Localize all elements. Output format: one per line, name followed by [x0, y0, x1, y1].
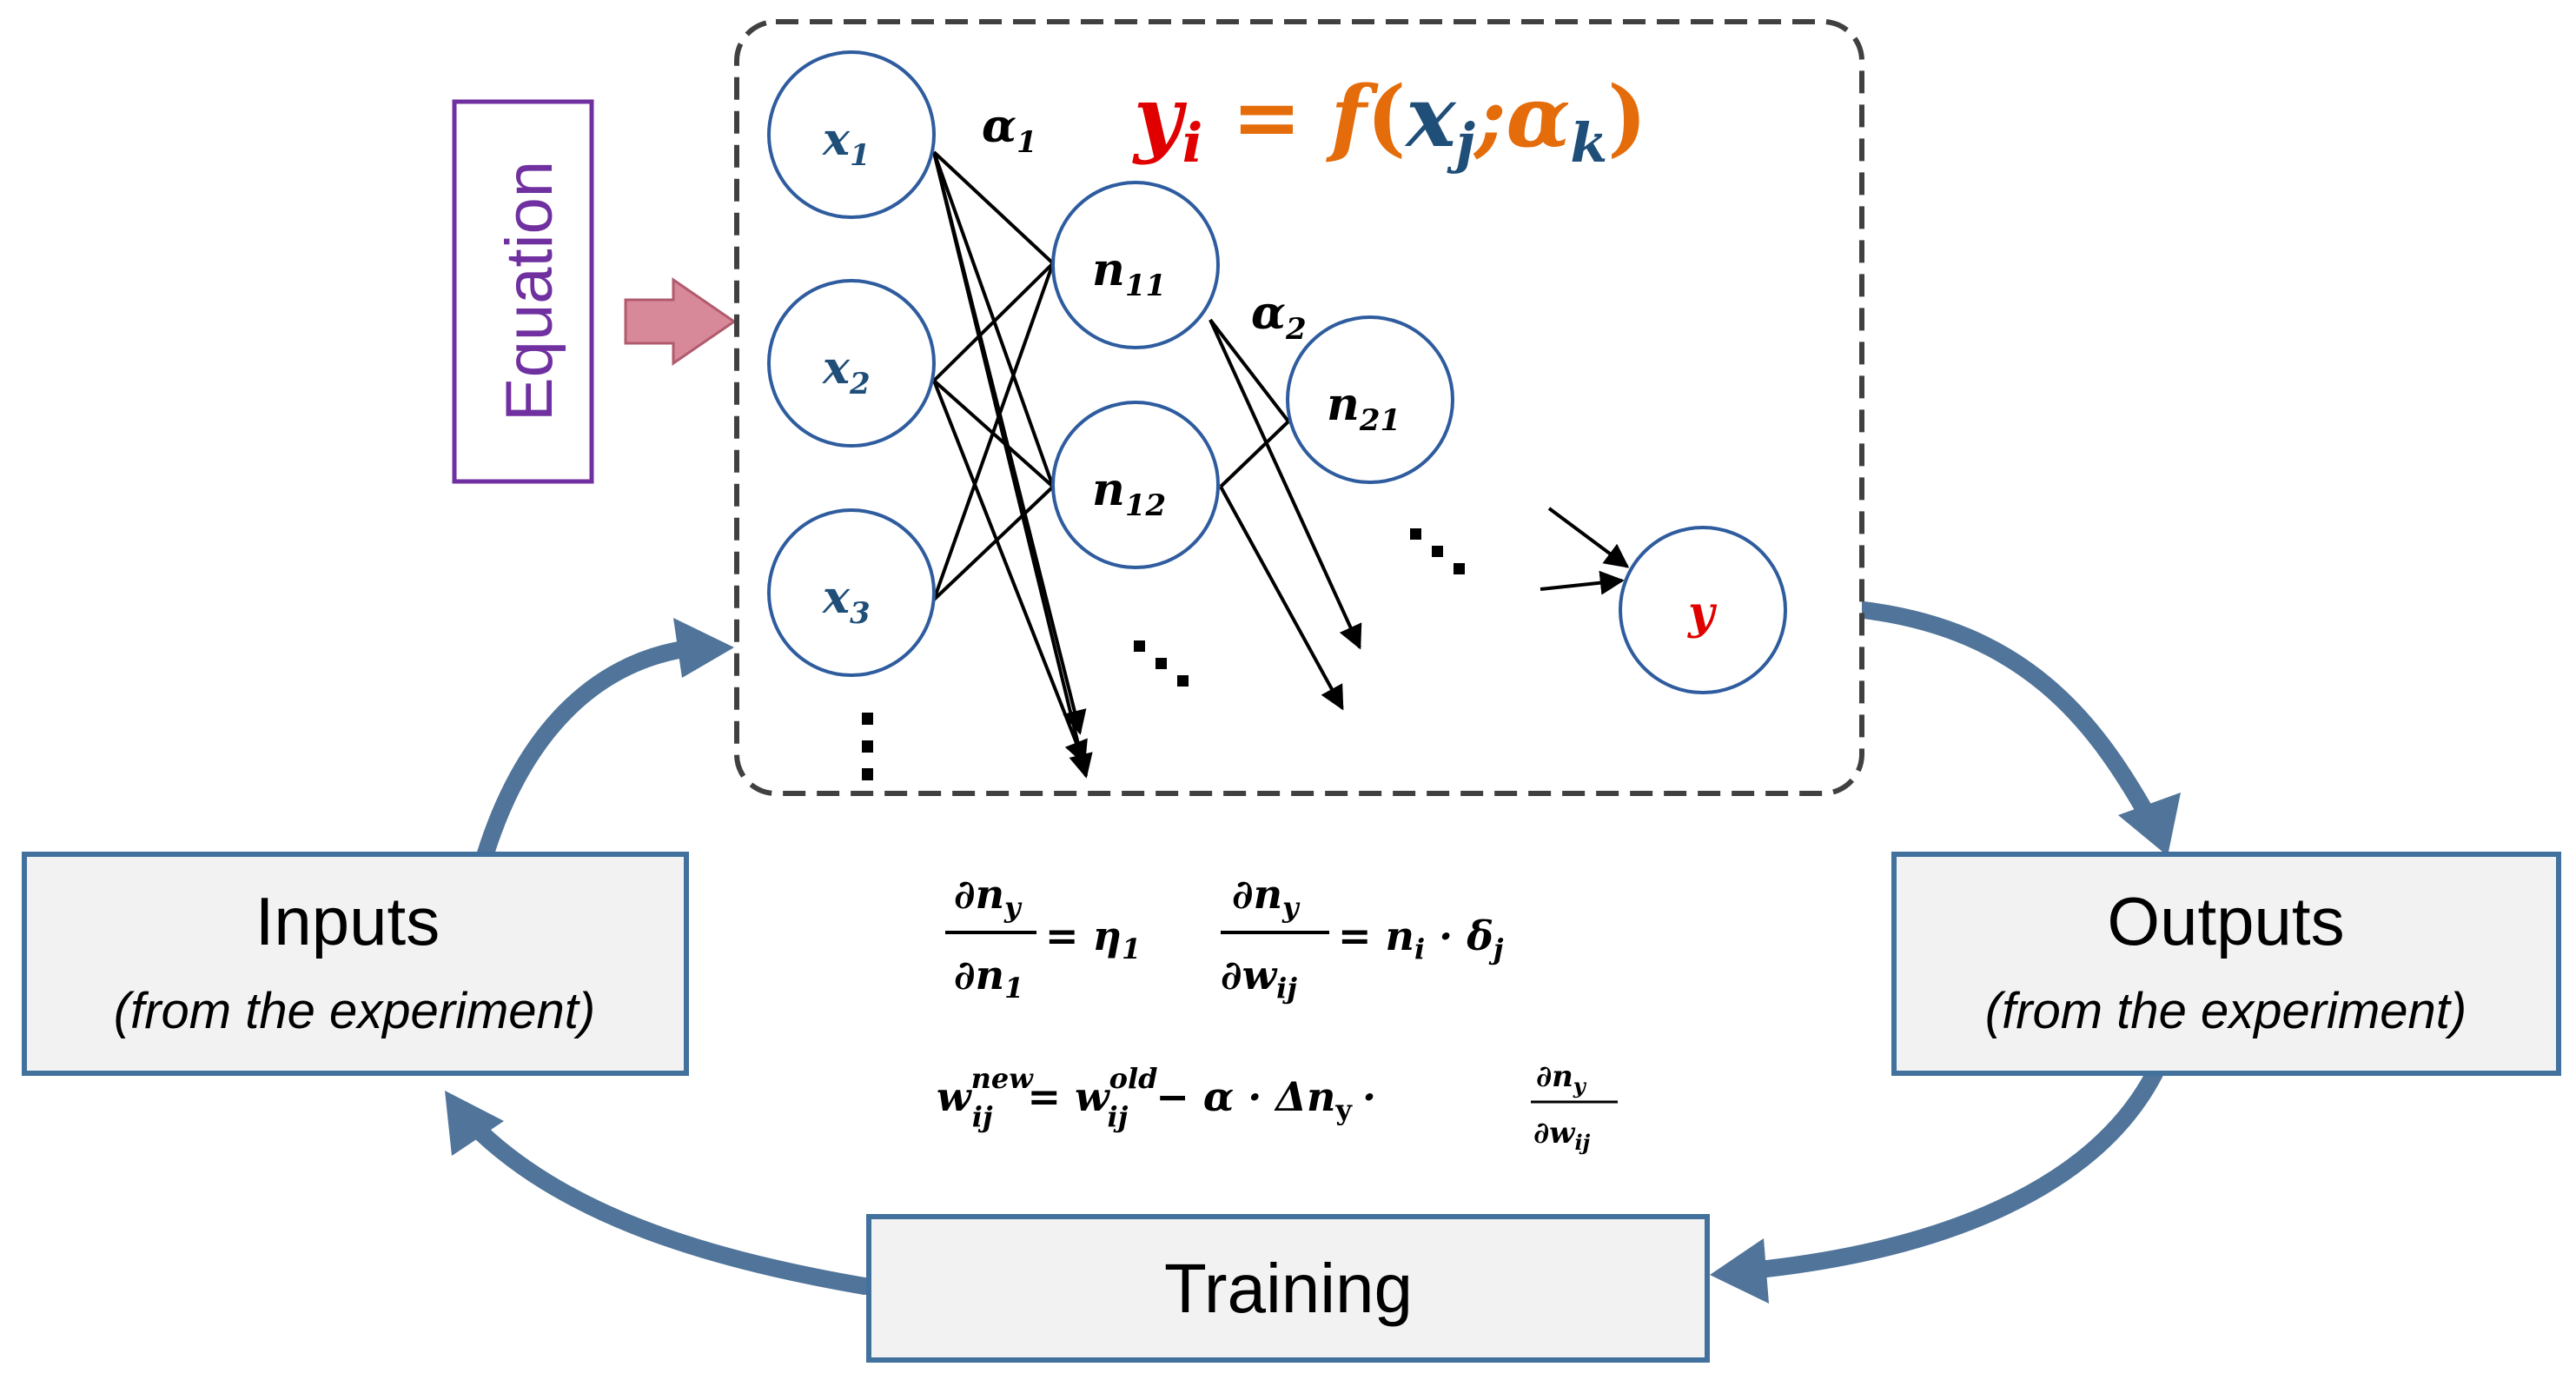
label-y: y [1687, 587, 1718, 640]
eq-x: x [1404, 68, 1457, 166]
outputs-title: Outputs [2107, 883, 2344, 959]
svg-text:= ni · δj: = ni · δj [1338, 912, 1504, 965]
equation-box [452, 99, 594, 484]
flow-arrow-network-to-outputs [1855, 601, 2155, 821]
training-box: Training [866, 1214, 1710, 1363]
eq-i: i [1182, 111, 1203, 175]
inputs-title: Inputs [255, 883, 440, 959]
arrowhead-into-inputs [445, 1091, 504, 1156]
eq-open: ( [1367, 68, 1406, 166]
pink-arrow [624, 277, 737, 366]
node-n12 [1051, 401, 1220, 569]
ellipsis-layer2 [1410, 528, 1465, 574]
edge-x1-n11 [932, 150, 1055, 265]
eq-sep: ; [1473, 68, 1506, 166]
ellipsis-inputs [862, 713, 873, 780]
node-labels: x1 x2 x3 n11 n12 n21 y α1 α2 [822, 100, 1718, 640]
eq-y: y [1132, 68, 1188, 166]
outputs-subtitle: (from the experiment) [1985, 983, 2467, 1039]
ellipsis-dots [862, 528, 1465, 780]
edge-into-y-a [1547, 507, 1630, 568]
flow-arrow-training-to-inputs [465, 1117, 873, 1295]
svg-text:∂ny: ∂ny [954, 871, 1023, 924]
edge-x1-n12 [932, 151, 1055, 488]
edge-n12-n21 [1219, 420, 1290, 488]
edge-x1-out-b [932, 151, 1093, 779]
edge-x3-n11 [932, 262, 1055, 600]
edge-x2-out [932, 380, 1088, 766]
svg-text:∂n1: ∂n1 [954, 952, 1023, 1005]
edge-n12-out [1219, 486, 1344, 711]
node-n11 [1051, 181, 1220, 349]
label-n12: n12 [1092, 463, 1166, 523]
eq-k: k [1570, 111, 1607, 175]
edge-into-y-b [1540, 570, 1625, 595]
eq-equals: = [1202, 68, 1330, 166]
svg-text:∂ny: ∂ny [1536, 1059, 1587, 1098]
ellipsis-layer-bottom [1134, 640, 1189, 687]
label-alpha1: α1 [982, 100, 1037, 160]
label-x3: x3 [822, 571, 871, 631]
flow-arrows [465, 601, 2163, 1295]
node-n21 [1286, 315, 1454, 484]
training-title: Training [1164, 1250, 1413, 1327]
formula-2: ∂ny ∂wij = ni · δj [1221, 871, 1504, 1005]
eq-close: ) [1607, 68, 1646, 166]
formula-1: ∂ny ∂n1 = η1 [945, 871, 1141, 1005]
nodes [767, 50, 1787, 694]
edge-x2-n11 [932, 262, 1055, 382]
flow-arrowheads [445, 618, 2181, 1304]
edge-n11-n21 [1209, 318, 1290, 423]
label-n21: n21 [1327, 378, 1401, 438]
svg-text:∂wij: ∂wij [1221, 952, 1297, 1005]
node-x2 [767, 279, 936, 448]
equation-label: Equation [493, 161, 566, 421]
edge-n11-out [1209, 319, 1362, 650]
svg-text:= η1: = η1 [1045, 912, 1141, 965]
main-equation: yi = f(xj;αk) [1132, 68, 1647, 175]
label-x2: x2 [822, 342, 871, 401]
arrowhead-into-network [673, 618, 734, 678]
label-x1: x1 [822, 113, 871, 173]
eq-alpha: α [1506, 68, 1570, 166]
edge-x3-n12 [932, 485, 1055, 601]
label-n11: n11 [1092, 243, 1166, 303]
outputs-box: Outputs (from the experiment) [1891, 852, 2561, 1076]
node-x1 [767, 50, 936, 219]
svg-text:∂wij: ∂wij [1533, 1116, 1591, 1155]
inputs-box: Inputs (from the experiment) [22, 852, 689, 1076]
node-x3 [767, 508, 936, 677]
inputs-subtitle: (from the experiment) [114, 983, 595, 1039]
arrowhead-into-training [1710, 1238, 1769, 1304]
flow-arrow-inputs-to-network [476, 639, 704, 865]
svg-text:∂ny: ∂ny [1232, 871, 1301, 924]
label-alpha2: α2 [1251, 287, 1307, 347]
connections [932, 150, 1630, 779]
arrowhead-into-outputs [2118, 793, 2181, 856]
node-y [1619, 526, 1787, 694]
flow-arrow-outputs-to-training [1742, 1065, 2163, 1279]
